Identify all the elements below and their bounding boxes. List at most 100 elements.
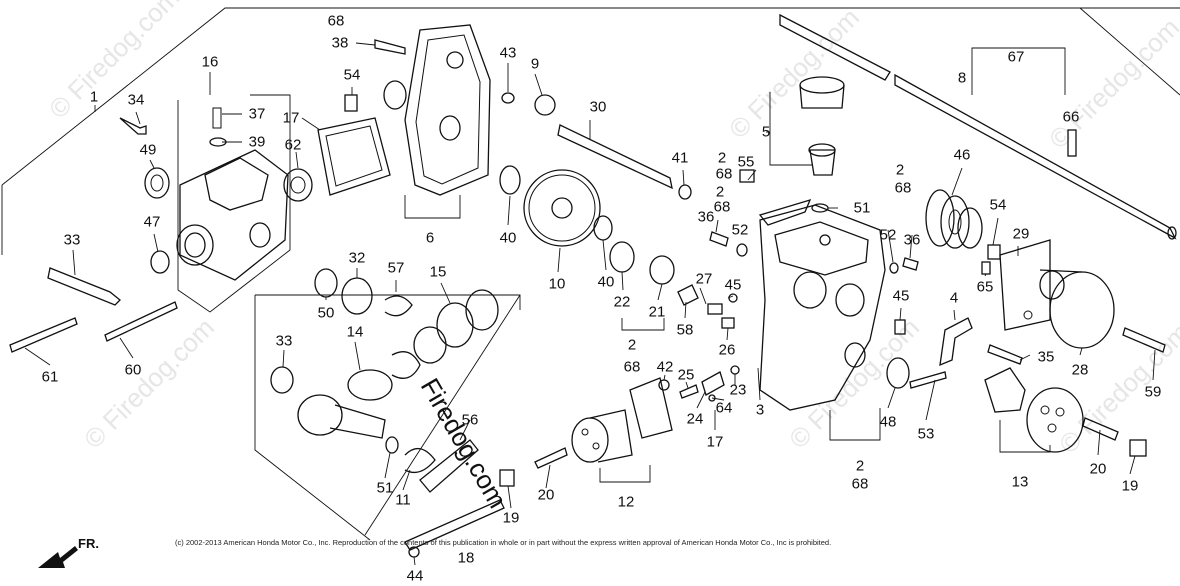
part-label: 8 bbox=[958, 70, 966, 87]
part-label: 67 bbox=[1008, 49, 1025, 66]
plate-68 bbox=[629, 377, 673, 439]
part-label: 56 bbox=[462, 412, 479, 429]
watermark-text: © Firedog.com bbox=[43, 0, 185, 124]
part-label: 49 bbox=[140, 142, 157, 159]
gear-case-cover bbox=[176, 94, 291, 313]
key-26 bbox=[721, 317, 735, 329]
gasket-17 bbox=[317, 117, 391, 196]
part-label: 2 bbox=[716, 184, 724, 201]
part-label: 22 bbox=[614, 294, 631, 311]
part-label: 2 bbox=[896, 162, 904, 179]
part-label: 27 bbox=[696, 271, 713, 288]
gasket bbox=[758, 198, 812, 226]
part-label: 36 bbox=[904, 232, 921, 249]
part-label: 17 bbox=[707, 434, 724, 451]
part-label: 64 bbox=[716, 400, 733, 417]
part-label: 44 bbox=[407, 568, 424, 585]
part-label: 13 bbox=[1012, 474, 1029, 491]
part-label: 19 bbox=[1122, 478, 1139, 495]
part-label: 54 bbox=[990, 197, 1007, 214]
oil-seal-49 bbox=[144, 167, 170, 199]
washer-52b bbox=[889, 262, 899, 274]
part-label: 21 bbox=[649, 304, 666, 321]
transmission-case bbox=[759, 204, 886, 441]
part-label: 68 bbox=[624, 359, 641, 376]
part-label: 18 bbox=[458, 550, 475, 567]
part-label: 68 bbox=[895, 180, 912, 197]
bracket-4 bbox=[939, 317, 973, 367]
clutch-plates-46 bbox=[925, 189, 983, 249]
part-label: 66 bbox=[1063, 109, 1080, 126]
washer-52 bbox=[736, 243, 748, 257]
ball-23 bbox=[730, 365, 740, 375]
part-label: 33 bbox=[276, 333, 293, 350]
copyright-notice: (c) 2002-2013 American Honda Motor Co., … bbox=[175, 538, 831, 547]
part-label: 47 bbox=[144, 214, 161, 231]
part-label: 36 bbox=[698, 209, 715, 226]
seal-48 bbox=[886, 357, 910, 389]
part-label: 20 bbox=[1090, 461, 1107, 478]
part-label: 6 bbox=[426, 230, 434, 247]
spring-11 bbox=[404, 448, 436, 474]
gear-10 bbox=[523, 169, 601, 247]
ring-64 bbox=[708, 394, 716, 402]
part-label: 68 bbox=[716, 166, 733, 183]
part-label: 42 bbox=[657, 359, 674, 376]
bearing-32 bbox=[341, 277, 373, 315]
part-label: 59 bbox=[1145, 384, 1162, 401]
part-label: 16 bbox=[202, 54, 219, 71]
bolt-36 bbox=[709, 231, 729, 247]
part-label: 4 bbox=[950, 290, 958, 307]
part-label: 15 bbox=[430, 264, 447, 281]
washer-41 bbox=[678, 184, 692, 200]
watermark-text: © Firedog.com bbox=[78, 312, 220, 454]
part-label: 26 bbox=[719, 342, 736, 359]
part-label: 68 bbox=[852, 476, 869, 493]
bearing-47 bbox=[150, 250, 170, 274]
leader-lines bbox=[24, 42, 1156, 566]
part-label: 45 bbox=[725, 277, 742, 294]
plunger-19b bbox=[1129, 439, 1147, 457]
bearing-62 bbox=[283, 168, 313, 202]
part-label: 19 bbox=[503, 510, 520, 527]
shift-cam bbox=[297, 394, 386, 439]
part-label: 51 bbox=[854, 200, 871, 217]
part-label: 54 bbox=[344, 67, 361, 84]
part-label: 68 bbox=[714, 199, 731, 216]
seal-50 bbox=[314, 268, 338, 298]
bearing-22 bbox=[609, 241, 635, 273]
part-label: 11 bbox=[395, 492, 411, 509]
part-label: 57 bbox=[388, 260, 405, 277]
part-label: 33 bbox=[64, 232, 81, 249]
bolt-36b bbox=[902, 257, 919, 271]
dowel-54b bbox=[987, 244, 1001, 260]
pin-25 bbox=[679, 384, 699, 399]
needle-bearing-21 bbox=[649, 255, 675, 285]
shaft-18 bbox=[404, 499, 505, 551]
part-label: 17 bbox=[283, 110, 300, 127]
assembly-frame bbox=[1, 7, 1180, 541]
part-label: 38 bbox=[332, 35, 349, 52]
part-label: 46 bbox=[954, 147, 971, 164]
part-label: 34 bbox=[128, 92, 145, 109]
part-label: 35 bbox=[1038, 349, 1055, 366]
part-label: 43 bbox=[500, 45, 517, 62]
part-label: 68 bbox=[328, 13, 345, 30]
part-label: 40 bbox=[500, 230, 517, 247]
pin-65 bbox=[981, 261, 991, 275]
gasket-6 bbox=[404, 24, 491, 219]
pump-13 bbox=[984, 367, 1084, 453]
part-label: 20 bbox=[538, 487, 555, 504]
part-label: 28 bbox=[1072, 362, 1089, 379]
bolt-38 bbox=[374, 39, 406, 55]
direction-label: FR. bbox=[78, 536, 99, 551]
spring-20a bbox=[534, 447, 568, 469]
spring-58 bbox=[677, 284, 699, 306]
shaft-30 bbox=[557, 124, 673, 190]
part-labels: 68 38 54 43 9 16 1 34 37 39 17 62 49 30 … bbox=[42, 13, 1162, 585]
motor-28 bbox=[999, 239, 1115, 349]
part-label: 52 bbox=[732, 222, 749, 239]
part-label: 61 bbox=[42, 369, 59, 386]
part-label: 58 bbox=[677, 322, 694, 339]
